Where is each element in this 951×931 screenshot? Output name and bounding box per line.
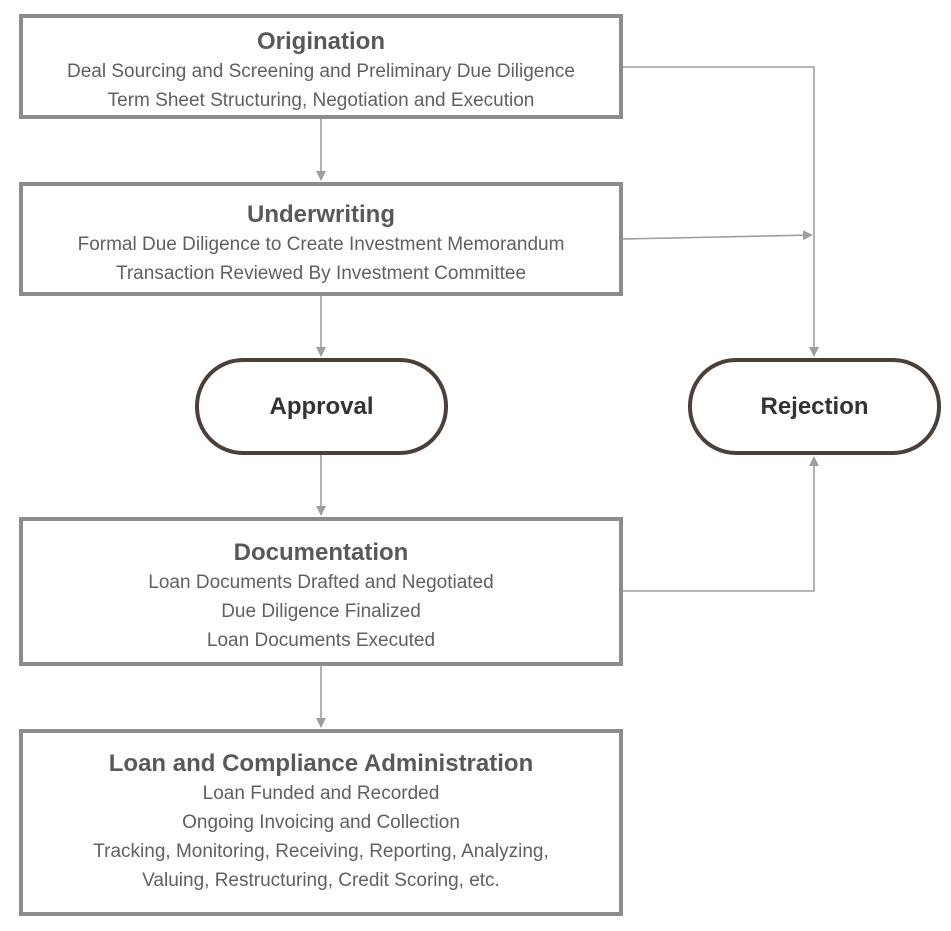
loan-admin-line: Ongoing Invoicing and Collection (182, 812, 460, 833)
underwriting-box: Underwriting Formal Due Diligence to Cre… (19, 182, 623, 296)
rejection-label: Rejection (760, 392, 869, 420)
loan-admin-box: Loan and Compliance Administration Loan … (19, 729, 623, 916)
underwriting-line: Formal Due Diligence to Create Investmen… (77, 234, 565, 255)
arrow-underwriting-to-rejection (622, 230, 813, 241)
arrow-documentation-to-rejection (623, 456, 819, 592)
underwriting-title: Underwriting (247, 201, 395, 228)
origination-box: Origination Deal Sourcing and Screening … (19, 14, 623, 119)
loan-admin-line: Tracking, Monitoring, Receiving, Reporti… (93, 841, 549, 862)
underwriting-line: Transaction Reviewed By Investment Commi… (115, 263, 527, 284)
documentation-line: Loan Documents Drafted and Negotiated (148, 572, 494, 593)
approval-label: Approval (269, 392, 374, 420)
loan-admin-line: Valuing, Restructuring, Credit Scoring, … (142, 870, 500, 891)
origination-title: Origination (257, 28, 385, 55)
origination-line: Term Sheet Structuring, Negotiation and … (107, 90, 535, 111)
origination-line: Deal Sourcing and Screening and Prelimin… (67, 61, 575, 82)
loan-admin-title: Loan and Compliance Administration (108, 750, 534, 777)
documentation-line: Loan Documents Executed (206, 630, 436, 651)
loan-admin-line: Loan Funded and Recorded (202, 783, 440, 804)
documentation-box: Documentation Loan Documents Drafted and… (19, 517, 623, 666)
rejection-node: Rejection (688, 358, 941, 455)
documentation-line: Due Diligence Finalized (221, 601, 421, 622)
arrow-origination-to-rejection (623, 66, 819, 357)
documentation-title: Documentation (233, 539, 409, 566)
approval-node: Approval (195, 358, 448, 455)
